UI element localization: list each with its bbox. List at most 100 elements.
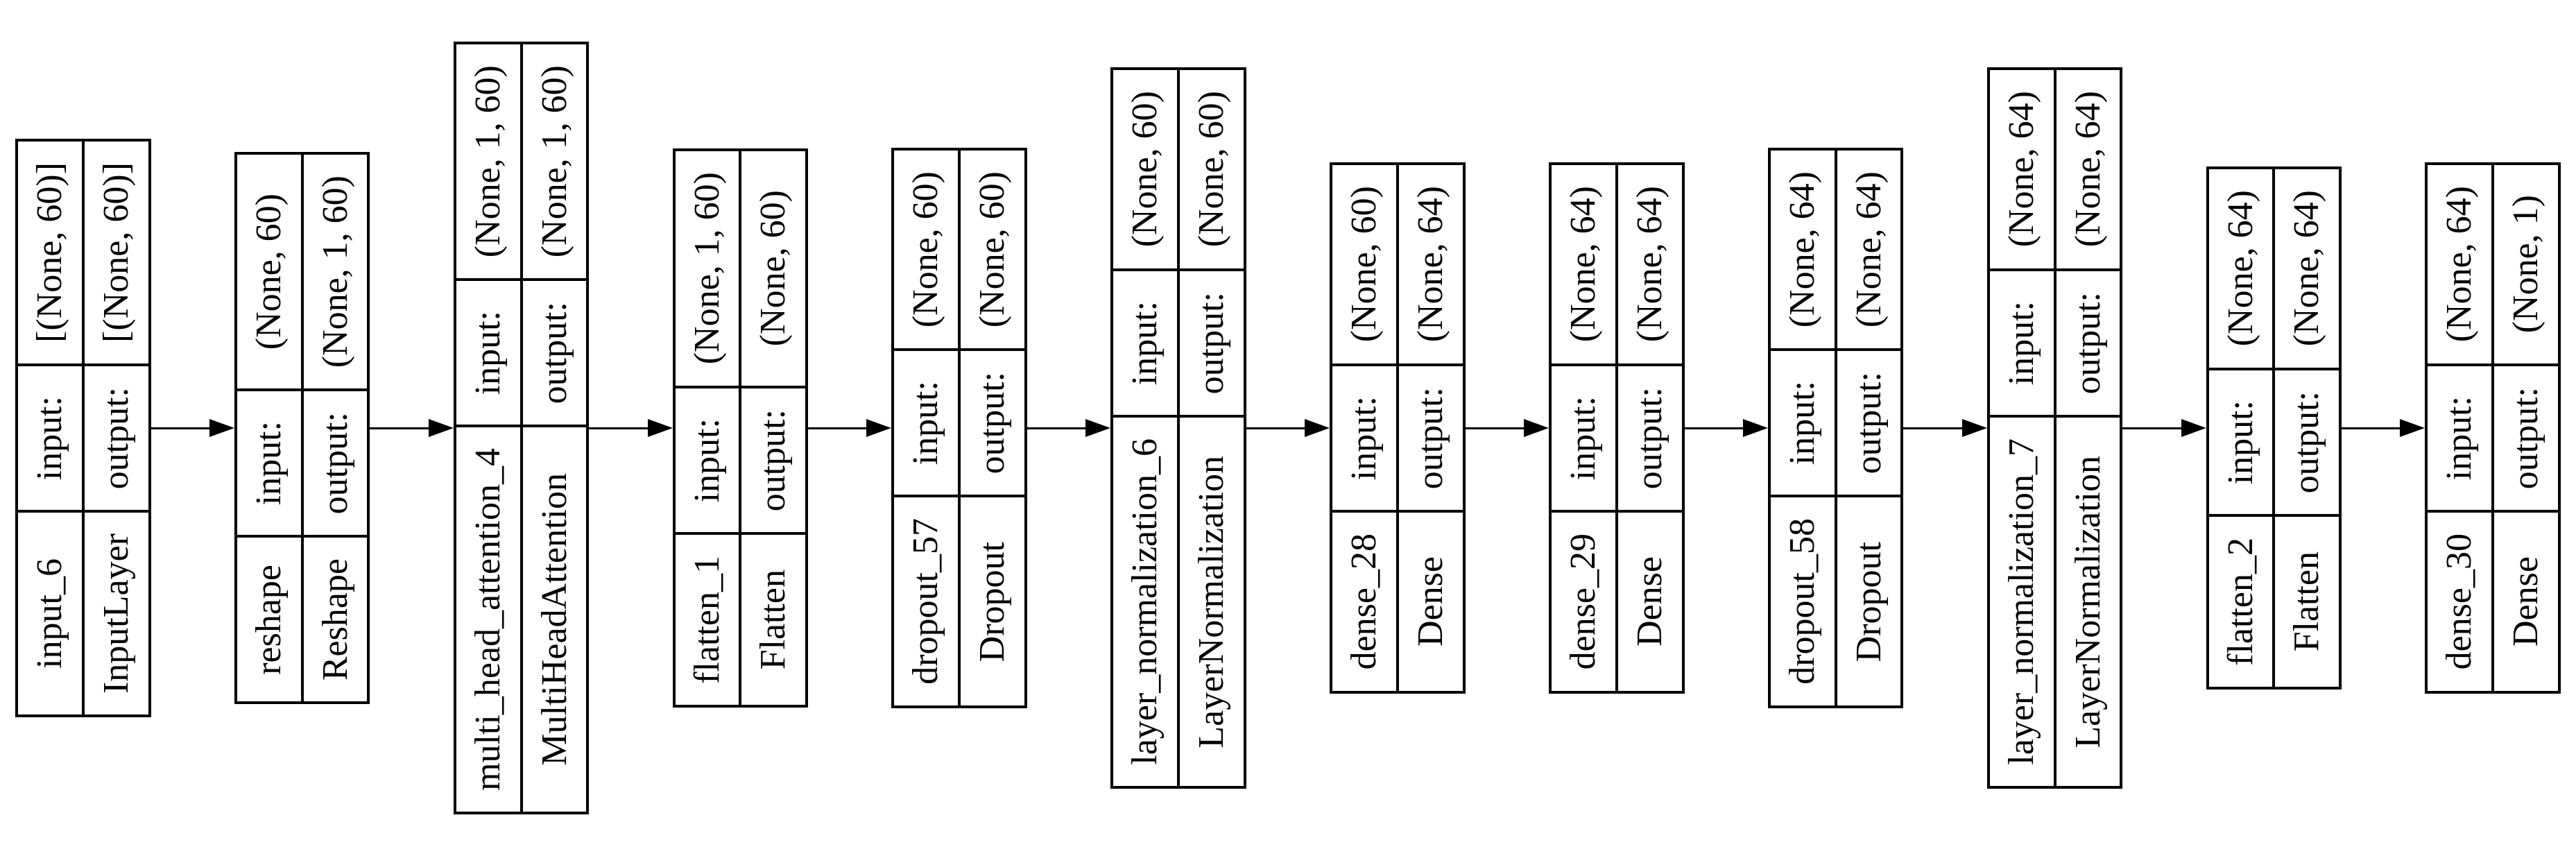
layer-node-input_6: [(None, 60)] input: input_6 [(None, 60)]…: [15, 138, 151, 718]
edge-arrow: [808, 414, 892, 442]
output-label: output:: [1848, 372, 1889, 474]
arrowhead-icon: [2181, 419, 2206, 437]
layer-name-cell: input_6: [17, 511, 83, 717]
layer-input-shape-cell: [(None, 60)]: [17, 139, 83, 365]
layer-type: Flatten: [753, 570, 793, 670]
layer-name-cell: layer_normalization_6: [1112, 416, 1179, 787]
output-label-cell: output:: [521, 280, 588, 427]
input-label-cell: input:: [2426, 364, 2493, 512]
output-label: output:: [1410, 386, 1450, 490]
input-label-cell: input:: [1550, 364, 1617, 512]
output-label-cell: output:: [740, 386, 807, 533]
layer-input-shape-cell: (None, 64): [1988, 69, 2055, 270]
output-label: output:: [534, 302, 574, 404]
layer-input-shape: (None, 64): [2439, 186, 2480, 343]
output-label: output:: [2287, 391, 2327, 493]
layer-name: dropout_57: [906, 518, 946, 685]
layer-type: LayerNormalization: [2068, 455, 2108, 748]
arrowhead-icon: [1524, 419, 1549, 437]
output-label-cell: output:: [2274, 368, 2341, 515]
layer-node-reshape: (None, 60) input: reshape (None, 1, 60) …: [234, 151, 370, 705]
layer-input-shape: (None, 60): [906, 171, 946, 328]
layer-input-shape-cell: (None, 64): [1550, 164, 1617, 365]
layer-name-cell: dense_29: [1550, 511, 1617, 692]
layer-name: flatten_2: [2220, 537, 2260, 666]
layer-name-cell: layer_normalization_7: [1988, 416, 2055, 787]
input-label: input:: [687, 418, 727, 502]
output-label: output:: [2068, 291, 2108, 394]
layer-name-cell: multi_head_attention_4: [454, 426, 522, 814]
layer-node-dense_30: (None, 64) input: dense_30 (None, 1) out…: [2425, 162, 2561, 694]
layer-type-cell: MultiHeadAttention: [521, 426, 588, 814]
layer-output-shape: [(None, 60)]: [96, 162, 136, 343]
output-label: output:: [1192, 291, 1232, 394]
layer-input-shape: (None, 60): [1344, 186, 1384, 343]
arrowhead-icon: [1305, 419, 1330, 437]
edge-line: [2342, 427, 2401, 429]
layer-name-cell: dropout_58: [1769, 496, 1836, 708]
layer-output-shape-cell: (None, 64): [2274, 168, 2341, 369]
layer-name-cell: dense_30: [2426, 511, 2493, 692]
layer-output-shape-cell: (None, 60): [959, 148, 1027, 350]
input-label-cell: input:: [235, 389, 302, 537]
layer-node-multi_head_attention_4: (None, 1, 60) input: multi_head_attentio…: [453, 41, 590, 815]
layer-node-layer_normalization_7: (None, 64) input: layer_normalization_7 …: [1986, 67, 2123, 789]
layer-input-shape: (None, 64): [2001, 91, 2041, 248]
layer-input-shape: (None, 1, 60): [467, 65, 508, 257]
layer-output-shape: (None, 64): [1848, 171, 1889, 328]
output-label-cell: output:: [83, 364, 150, 512]
input-label: input:: [30, 395, 69, 481]
layer-name-cell: dropout_57: [893, 496, 960, 708]
layer-input-shape-cell: (None, 64): [2207, 168, 2274, 369]
output-label-cell: output:: [1616, 364, 1683, 512]
layer-name: layer_normalization_7: [2001, 438, 2041, 765]
layer-input-shape: (None, 60): [1125, 91, 1165, 248]
output-label-cell: output:: [302, 389, 369, 537]
input-label: input:: [1125, 300, 1165, 385]
layer-input-shape: (None, 1, 60): [687, 172, 727, 365]
arrowhead-icon: [647, 419, 673, 437]
layer-output-shape-cell: (None, 64): [1397, 164, 1464, 365]
layer-output-shape: (None, 64): [1410, 186, 1450, 343]
edge-line: [808, 427, 867, 429]
edge-arrow: [1903, 414, 1987, 442]
output-label-cell: output:: [959, 350, 1027, 497]
layer-type: Dense: [1629, 556, 1669, 647]
output-label: output:: [2506, 386, 2546, 490]
input-label: input:: [2220, 400, 2260, 484]
layer-name: dense_29: [1563, 533, 1604, 670]
layer-node-dense_28: (None, 60) input: dense_28 (None, 64) ou…: [1330, 162, 1466, 694]
output-label-cell: output:: [2054, 269, 2122, 416]
layer-type-cell: Dropout: [1835, 496, 1903, 708]
layer-type-cell: Dense: [1397, 511, 1464, 692]
output-label: output:: [972, 372, 1013, 474]
input-label-cell: input:: [17, 364, 83, 512]
edge-line: [1465, 427, 1525, 429]
layer-name: dense_28: [1344, 533, 1384, 670]
edge-arrow: [370, 414, 454, 442]
output-label: output:: [753, 409, 793, 511]
output-label: output:: [315, 411, 355, 515]
edge-arrow: [151, 414, 234, 442]
layer-node-flatten_1: (None, 1, 60) input: flatten_1 (None, 60…: [672, 148, 809, 708]
layer-type-cell: Reshape: [302, 536, 369, 703]
input-label: input:: [2001, 300, 2041, 385]
layer-output-shape-cell: [(None, 60)]: [83, 139, 150, 365]
layer-output-shape: (None, 64): [1629, 186, 1669, 343]
output-label: output:: [96, 386, 136, 490]
layer-name: input_6: [30, 558, 69, 669]
layer-type-cell: Dense: [1616, 511, 1683, 692]
input-label-cell: input:: [1988, 269, 2055, 416]
edge-arrow: [1465, 414, 1549, 442]
input-label: input:: [906, 381, 946, 465]
layer-type: Flatten: [2287, 551, 2327, 652]
input-label: input:: [467, 311, 508, 395]
layer-output-shape: (None, 60): [972, 171, 1013, 328]
edge-arrow: [2342, 414, 2425, 442]
layer-type-cell: LayerNormalization: [1178, 416, 1245, 787]
layer-type-cell: Dropout: [959, 496, 1027, 708]
edge-arrow: [1027, 414, 1111, 442]
layer-input-shape-cell: (None, 64): [1769, 148, 1836, 350]
arrowhead-icon: [428, 419, 454, 437]
arrowhead-icon: [2400, 419, 2425, 437]
